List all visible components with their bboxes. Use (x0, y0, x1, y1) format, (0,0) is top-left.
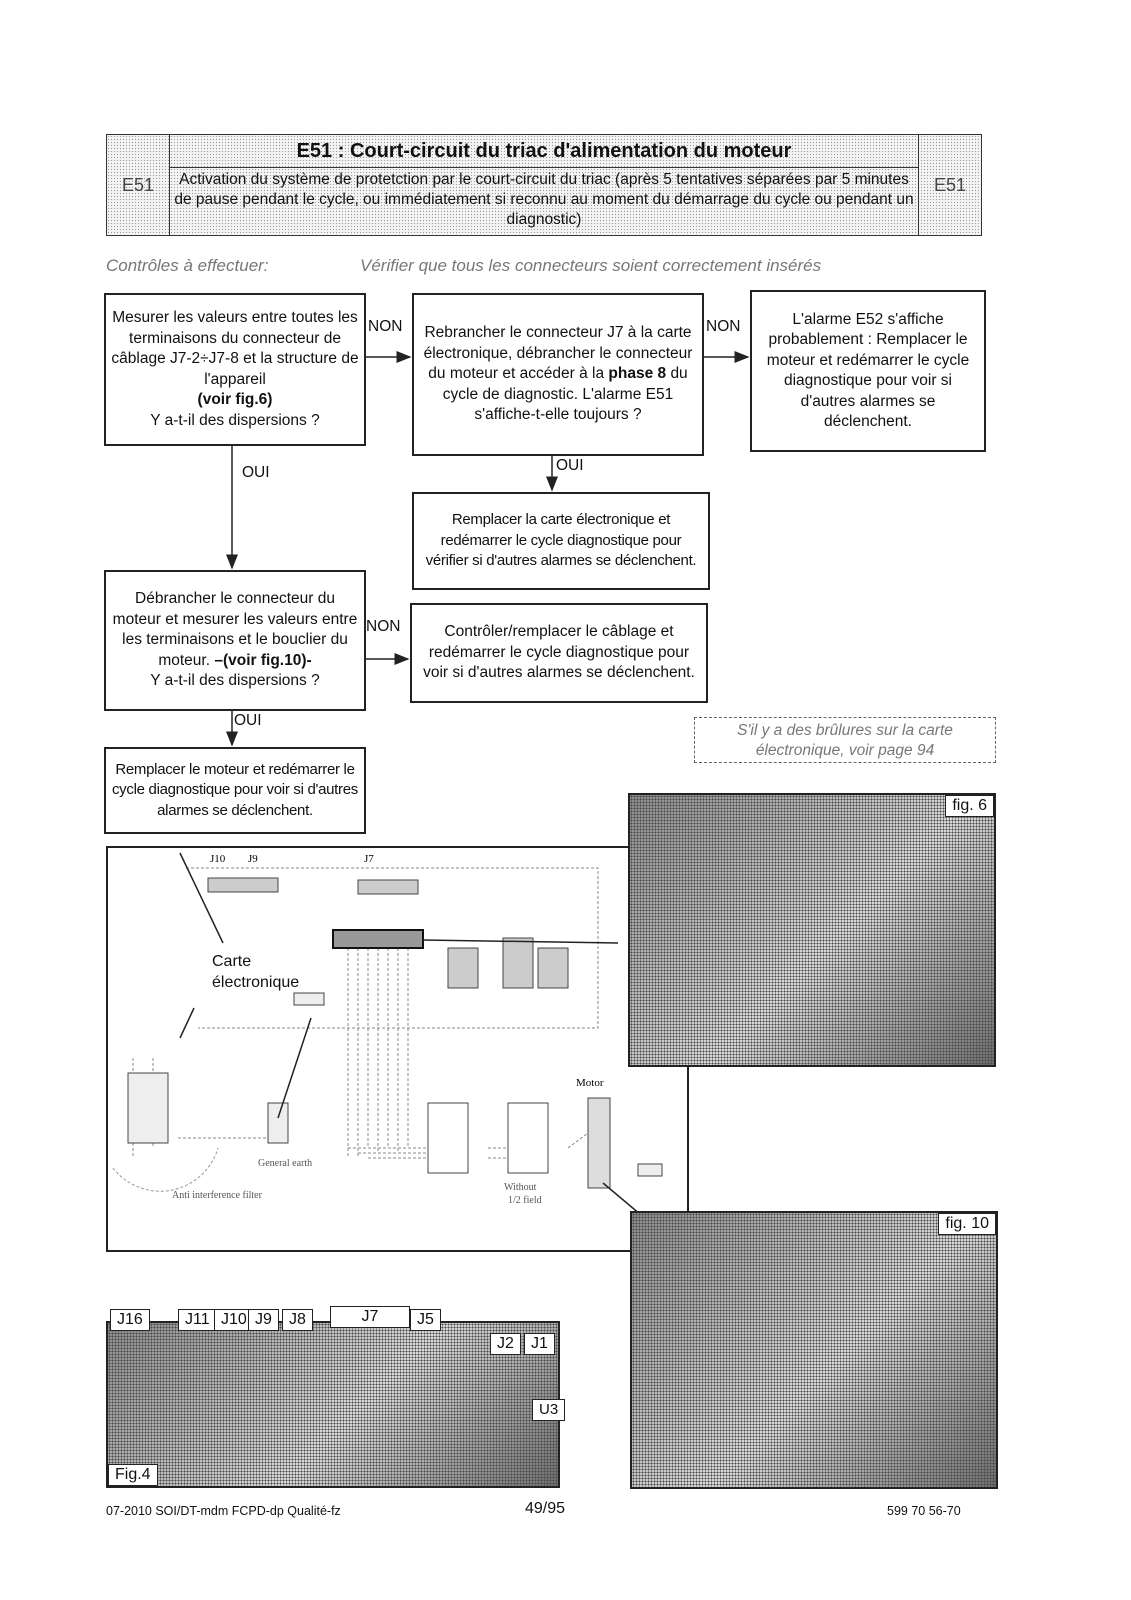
motor-terminal (587, 1097, 611, 1189)
box4-text: Remplacer la carte électronique et redém… (425, 511, 697, 570)
label-non-1: NON (368, 318, 403, 335)
box1-text: Mesurer les valeurs entre toutes les ter… (111, 309, 359, 388)
harness-wires (347, 933, 409, 1158)
label-j5: J5 (410, 1309, 441, 1331)
terminal-block-1 (427, 1102, 469, 1174)
checks-label: Contrôles à effectuer: (106, 256, 269, 275)
filter-body (127, 1072, 169, 1144)
photo-fig4: Fig.4 U3 (106, 1321, 566, 1488)
flow-box-replace-board: Remplacer la carte électronique et redém… (412, 492, 710, 590)
box2-phase: phase 8 (608, 365, 667, 383)
footer-left: 07-2010 SOI/DT-mdm FCPD-dp Qualité-fz (106, 1504, 341, 1518)
diagram-j9-label: J9 (248, 853, 258, 865)
label-j10: J10 (214, 1309, 254, 1331)
motor-fuse (637, 1163, 663, 1177)
label-j11: J11 (178, 1309, 217, 1331)
diagram-filter-label: Anti interference filter (172, 1190, 263, 1201)
diagram-without-label: Without (504, 1182, 537, 1193)
board-fuse (293, 992, 325, 1006)
box5-question: Y a-t-il des dispersions ? (150, 672, 320, 690)
wiring-diagram: J10 J9 J7 Motor General earth Anti inter… (106, 846, 689, 1252)
box2-text-post: du cycle de diagnostic. L'alarme E51 s'a… (442, 365, 688, 424)
board-pointer-line (179, 1007, 195, 1039)
flow-box-disconnect-motor: Débrancher le connecteur du moteur et me… (104, 570, 366, 711)
diagram-field-label: 1/2 field (508, 1195, 542, 1206)
box1-question: Y a-t-il des dispersions ? (150, 411, 320, 429)
label-j9: J9 (248, 1309, 279, 1331)
label-non-2: NON (706, 318, 741, 335)
label-j2: J2 (490, 1333, 521, 1355)
flow-box-reconnect-j7: Rebrancher le connecteur J7 à la carte é… (412, 293, 704, 456)
wiring-diagram-drawing: J10 J9 J7 Motor General earth Anti inter… (112, 852, 679, 1247)
error-description: Activation du système de protetction par… (174, 171, 914, 228)
terminal-block-2 (507, 1102, 549, 1174)
box7-text: Remplacer le moteur et redémarrer le cyc… (111, 760, 358, 819)
fig4-caption: Fig.4 (108, 1464, 158, 1486)
photo-fig10: fig. 10 (630, 1211, 998, 1489)
j7-to-fig6-line (422, 939, 619, 944)
flow-box-e52-alarm: L'alarme E52 s'affiche probablement : Re… (750, 290, 986, 452)
relay-a (447, 947, 479, 989)
flow-box-check-wiring: Contrôler/remplacer le câblage et redéma… (410, 603, 708, 703)
label-oui-3: OUI (234, 712, 262, 729)
photo-fig6: fig. 6 (628, 793, 996, 1067)
j10-j9-connector (207, 877, 279, 893)
label-u3: U3 (532, 1399, 566, 1421)
j7-top-connector (357, 879, 419, 895)
flow-box-measure-j7: Mesurer les valeurs entre toutes les ter… (104, 293, 366, 446)
harness-links (348, 1117, 609, 1159)
label-j16: J16 (110, 1309, 150, 1331)
footer-right: 599 70 56-70 (887, 1504, 961, 1518)
label-j8: J8 (282, 1309, 313, 1331)
board-label: Carte électronique (212, 953, 300, 991)
board-edge-line (179, 852, 224, 944)
box5-text: Débrancher le connecteur du moteur et me… (112, 590, 358, 669)
error-title: E51 : Court-circuit du triac d'alimentat… (169, 135, 919, 168)
box1-fig-ref: (voir fig.6) (197, 391, 273, 408)
label-oui-1: OUI (556, 457, 584, 474)
box3-text: L'alarme E52 s'affiche probablement : Re… (766, 310, 970, 431)
error-header-table: E51 E51 : Court-circuit du triac d'alime… (106, 134, 982, 236)
flow-box-replace-motor: Remplacer le moteur et redémarrer le cyc… (104, 747, 366, 834)
error-code-left: E51 (107, 135, 170, 235)
label-j1: J1 (524, 1333, 555, 1355)
diagram-motor-label: Motor (576, 1077, 604, 1089)
fig10-caption: fig. 10 (938, 1213, 996, 1235)
diagram-earth-label: General earth (258, 1158, 312, 1169)
diagram-j10-label: J10 (210, 853, 226, 865)
diagram-j7-label: J7 (364, 853, 374, 865)
fig6-caption: fig. 6 (945, 795, 994, 817)
box6-text: Contrôler/remplacer le câblage et redéma… (423, 623, 695, 682)
page-number: 49/95 (525, 1500, 566, 1517)
earth-pointer-line (277, 1017, 312, 1119)
relay-c (537, 947, 569, 989)
burn-note: S'il y a des brûlures sur la carte élect… (694, 717, 996, 763)
box5-fig-ref: –(voir fig.10)- (214, 651, 312, 669)
filter-arc (112, 1147, 219, 1192)
label-j7: J7 (330, 1306, 410, 1328)
j7-connector-highlight (332, 929, 424, 949)
box2-text-pre: Rebrancher le connecteur J7 à la carte é… (423, 324, 693, 383)
label-non-3: NON (366, 618, 401, 635)
error-code-right: E51 (918, 135, 981, 235)
label-oui-2: OUI (242, 464, 270, 481)
relay-b (502, 937, 534, 989)
earth-terminal (267, 1102, 289, 1144)
checks-instruction: Vérifier que tous les connecteurs soient… (360, 256, 822, 275)
